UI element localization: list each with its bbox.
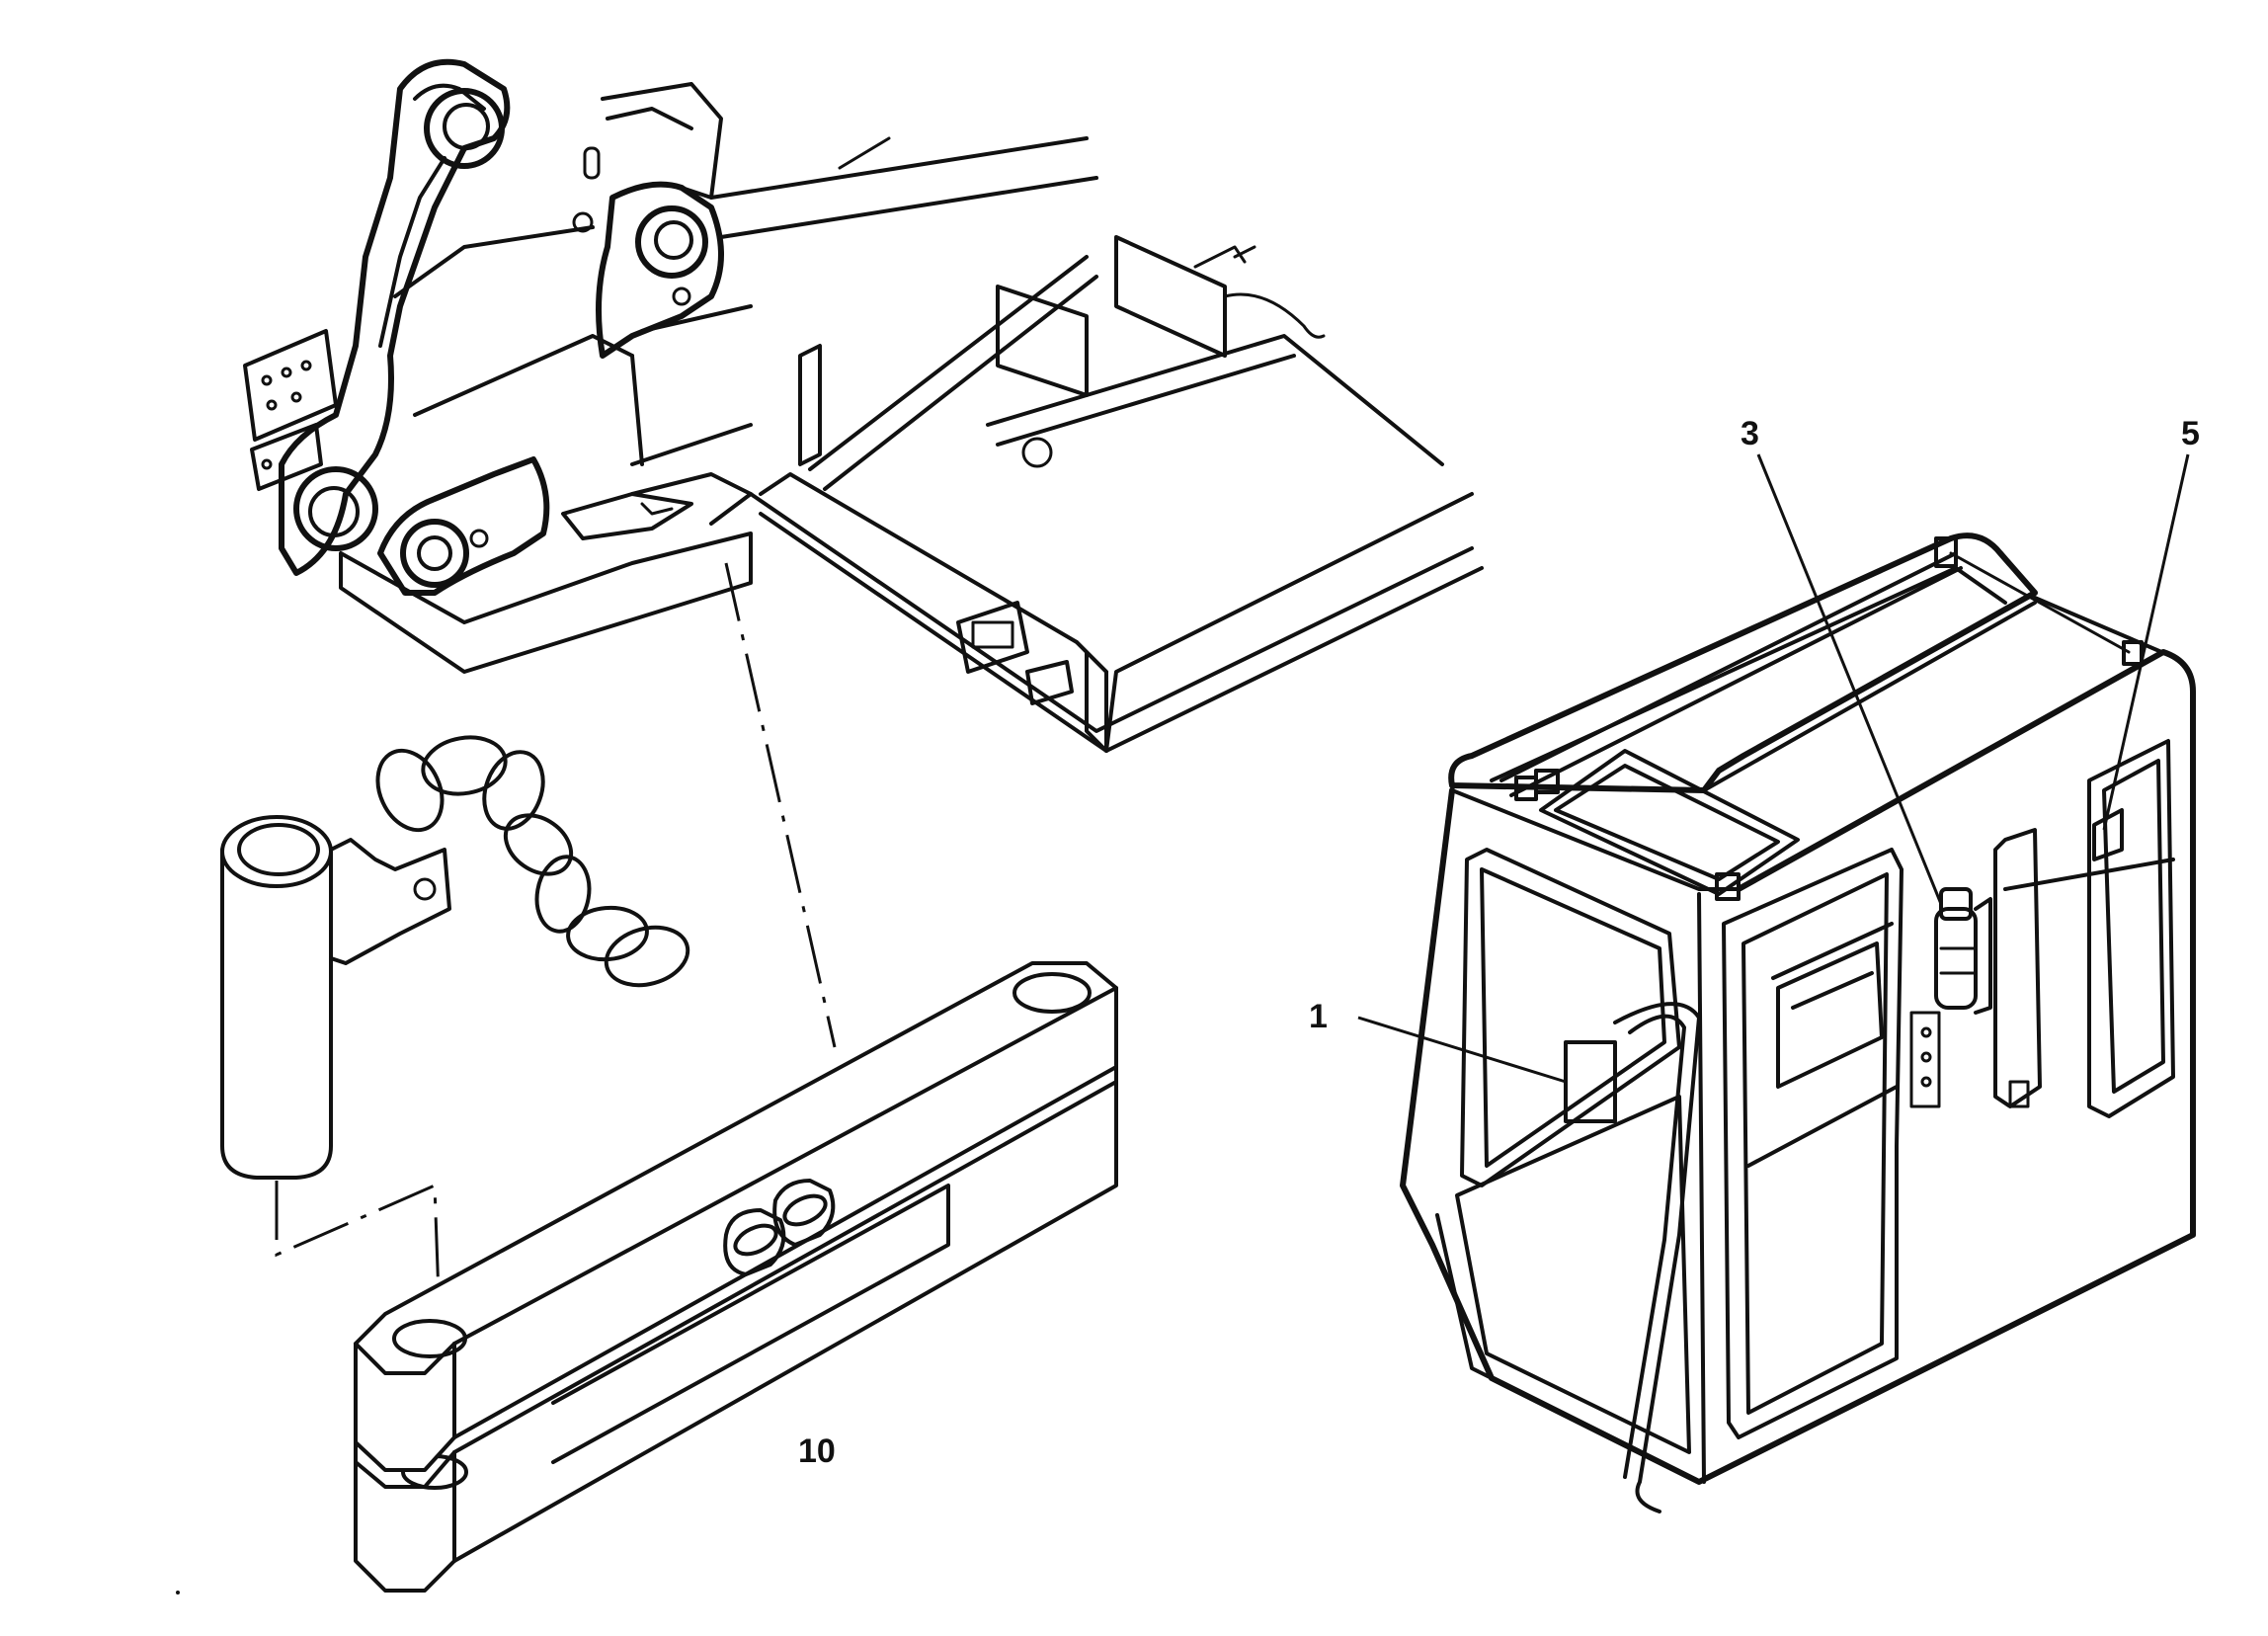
operator-cab <box>1400 532 2196 1513</box>
callout-5: 5 <box>2181 415 2200 452</box>
leader-3 <box>1756 453 1943 905</box>
decal-5 <box>2092 808 2124 861</box>
callout-10: 10 <box>798 1432 836 1470</box>
stray-mark <box>176 1591 180 1595</box>
leader-1 <box>1357 1016 1567 1084</box>
link-plates: 10 <box>354 961 1118 1593</box>
callouts: 1 3 5 <box>1309 415 2200 1084</box>
fire-extinguisher <box>1934 887 1992 1015</box>
callout-3: 3 <box>1741 415 1759 452</box>
leader-5 <box>2102 453 2190 831</box>
center-lugs <box>723 1179 836 1276</box>
callout-1: 1 <box>1309 998 1328 1035</box>
boom-mount-frame <box>243 58 1098 674</box>
chassis-frame <box>561 235 1484 753</box>
